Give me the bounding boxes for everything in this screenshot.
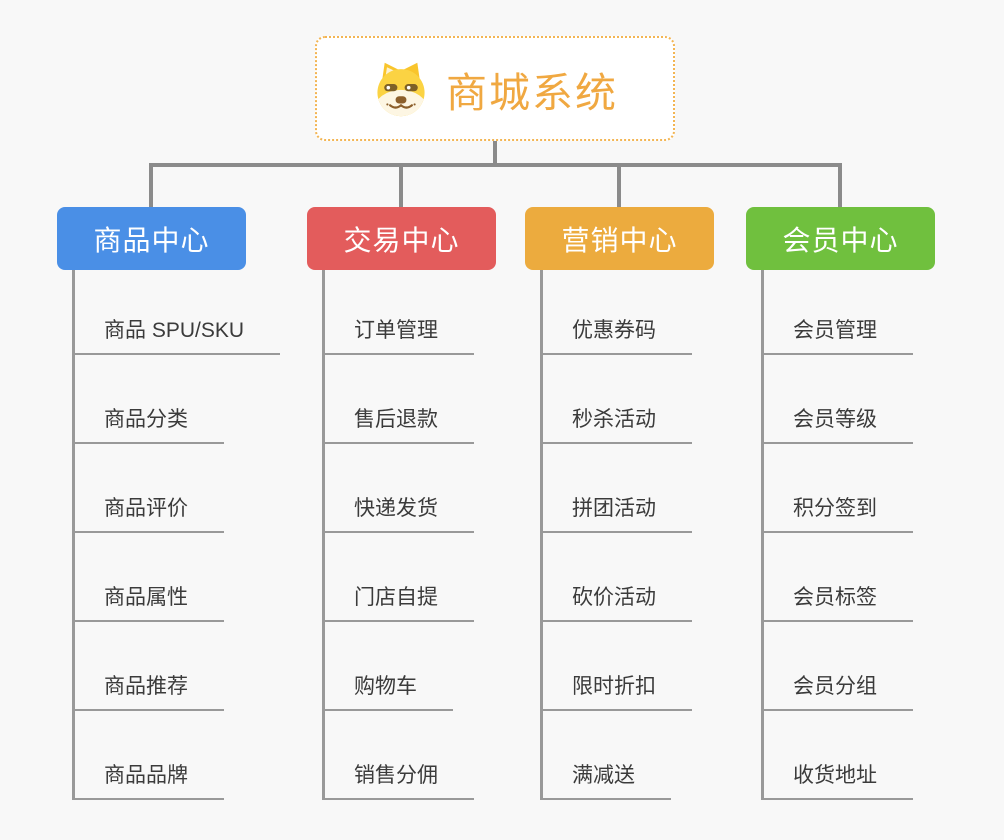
mindmap-item[interactable]: 售后退款	[322, 406, 474, 444]
branch-trunk-line	[72, 270, 75, 800]
mindmap-item[interactable]: 砍价活动	[540, 584, 692, 622]
connector-drop	[399, 163, 403, 208]
branch-label: 交易中心	[343, 224, 460, 256]
branch-node-trade-center[interactable]: 交易中心	[307, 207, 496, 270]
mindmap-item[interactable]: 会员分组	[761, 673, 913, 711]
connector-rail	[151, 163, 841, 167]
mindmap-item[interactable]: 门店自提	[322, 584, 474, 622]
mindmap-item[interactable]: 销售分佣	[322, 762, 474, 800]
connector-drop	[149, 163, 153, 208]
branch-trunk-line	[540, 270, 543, 800]
mindmap-item[interactable]: 商品分类	[72, 406, 224, 444]
mindmap-item[interactable]: 会员等级	[761, 406, 913, 444]
mindmap-item[interactable]: 订单管理	[322, 317, 474, 355]
root-title: 商城系统	[446, 69, 618, 116]
branch-trunk-line	[761, 270, 764, 800]
mindmap-item[interactable]: 拼团活动	[540, 495, 692, 533]
doge-icon	[377, 62, 425, 116]
mindmap-item[interactable]: 积分签到	[761, 495, 913, 533]
mindmap-item[interactable]: 秒杀活动	[540, 406, 692, 444]
mindmap-item[interactable]: 购物车	[322, 673, 453, 711]
root-node[interactable]: 商城系统	[315, 36, 675, 141]
connector-root-stem	[493, 140, 497, 167]
mindmap-item[interactable]: 商品属性	[72, 584, 224, 622]
branch-node-product-center[interactable]: 商品中心	[57, 207, 246, 270]
mindmap-item[interactable]: 商品品牌	[72, 762, 224, 800]
mindmap-item[interactable]: 商品推荐	[72, 673, 224, 711]
branch-node-marketing-center[interactable]: 营销中心	[525, 207, 714, 270]
branch-node-member-center[interactable]: 会员中心	[746, 207, 935, 270]
mindmap-item[interactable]: 限时折扣	[540, 673, 692, 711]
mindmap-item[interactable]: 满减送	[540, 762, 671, 800]
branch-items-member-center: 会员管理 会员等级 积分签到 会员标签 会员分组 收货地址	[761, 270, 1001, 840]
mindmap-item[interactable]: 优惠券码	[540, 317, 692, 355]
mindmap-item[interactable]: 会员标签	[761, 584, 913, 622]
branch-items-trade-center: 订单管理 售后退款 快递发货 门店自提 购物车 销售分佣	[322, 270, 562, 840]
connector-drop	[617, 163, 621, 208]
branch-trunk-line	[322, 270, 325, 800]
connector-drop	[838, 163, 842, 208]
branch-label: 营销中心	[561, 224, 678, 256]
mindmap-item[interactable]: 快递发货	[322, 495, 474, 533]
mindmap-item[interactable]: 商品 SPU/SKU	[72, 317, 281, 355]
branch-label: 商品中心	[93, 224, 210, 256]
mindmap-item[interactable]: 商品评价	[72, 495, 224, 533]
branch-label: 会员中心	[782, 224, 899, 256]
mindmap-item[interactable]: 会员管理	[761, 317, 913, 355]
branch-items-product-center: 商品 SPU/SKU 商品分类 商品评价 商品属性 商品推荐 商品品牌	[72, 270, 312, 840]
mindmap-item[interactable]: 收货地址	[761, 762, 913, 800]
branch-items-marketing-center: 优惠券码 秒杀活动 拼团活动 砍价活动 限时折扣 满减送	[540, 270, 780, 840]
